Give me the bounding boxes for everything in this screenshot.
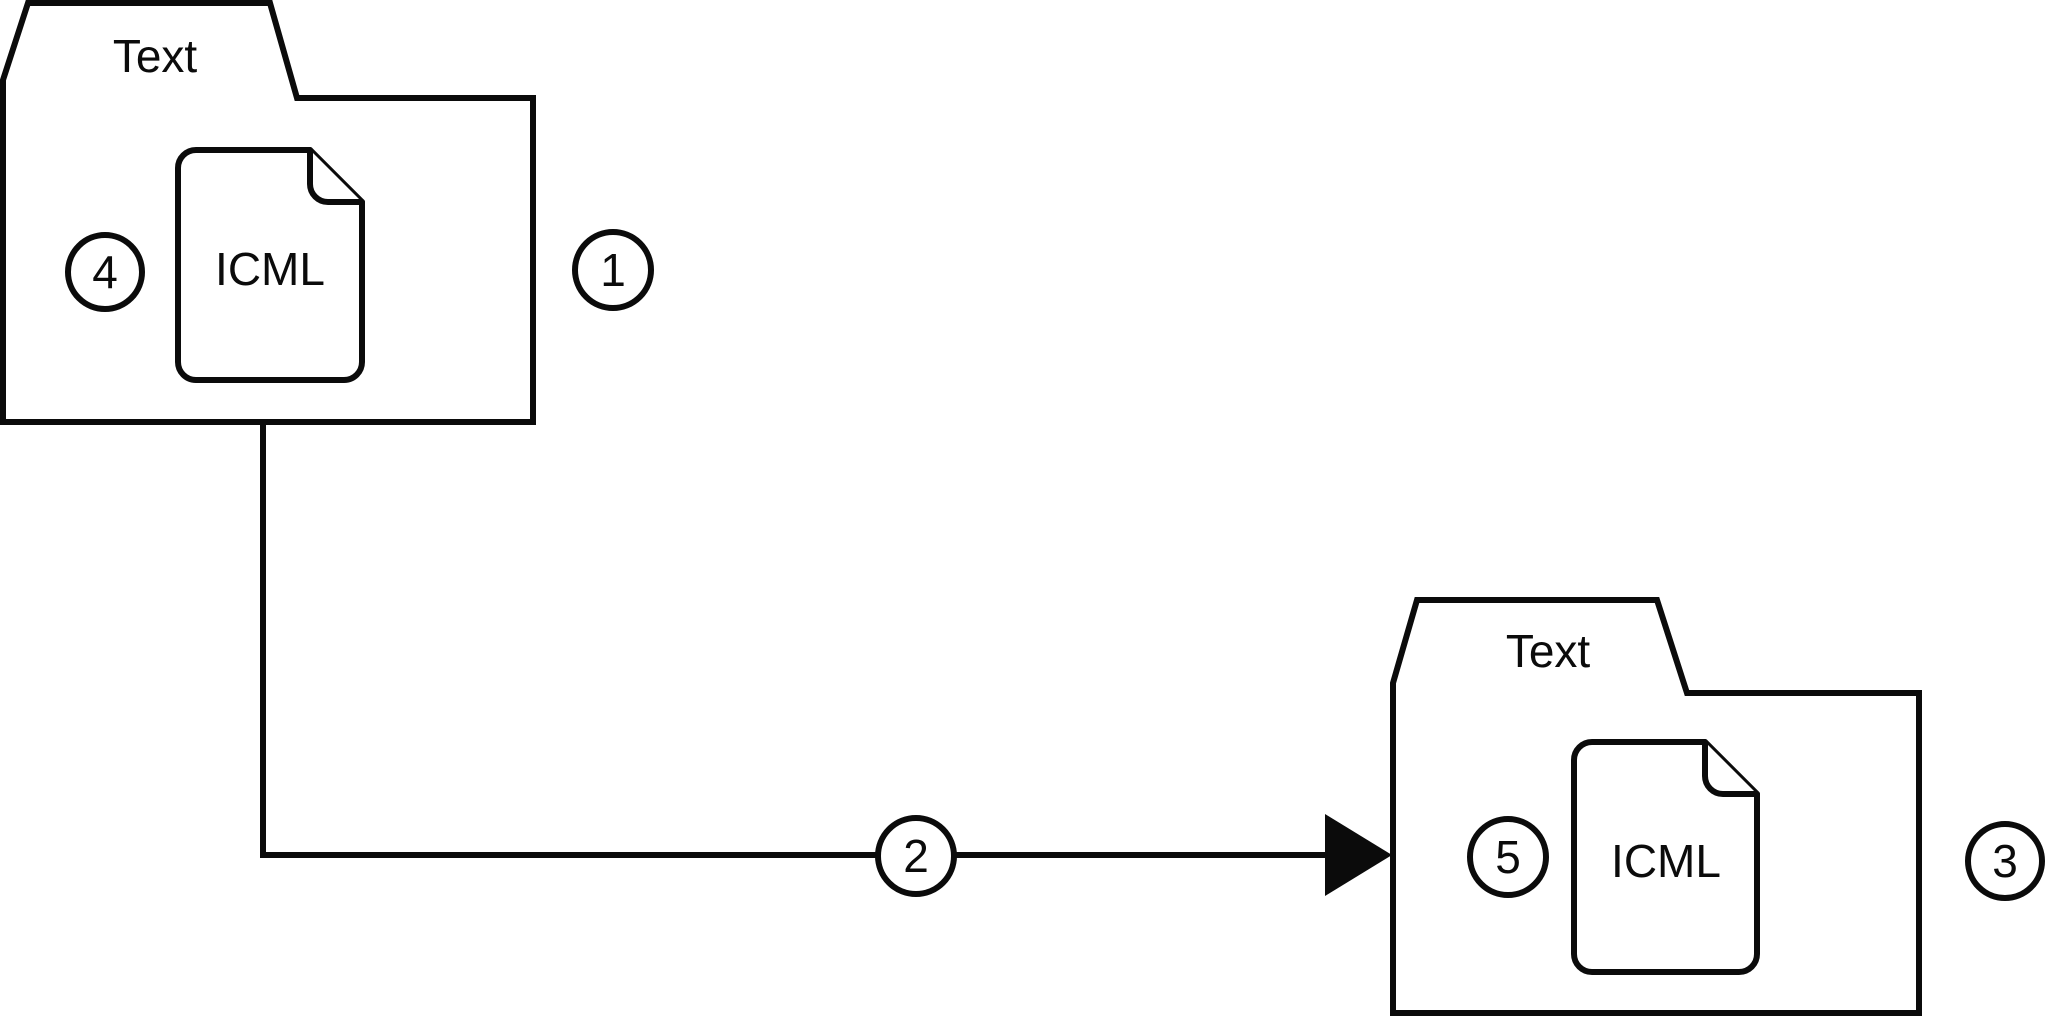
folder-node-source[interactable]: Text ICML 4: [0, 0, 536, 425]
marker-circle-shape: [572, 229, 654, 311]
document-body-shape: [1571, 739, 1760, 975]
marker-number-label: 1: [600, 244, 626, 296]
icml-document-icon[interactable]: ICML: [175, 147, 365, 383]
document-type-label: ICML: [215, 243, 325, 295]
marker-number-label: 2: [903, 830, 929, 882]
connector-path: [260, 422, 1325, 858]
folder-outline-icon: [1390, 597, 1922, 1016]
marker-circle-shape: [65, 232, 145, 312]
marker-badge-2[interactable]: 2: [875, 815, 957, 897]
folder-title-label: Text: [113, 30, 198, 82]
marker-number-label: 5: [1495, 831, 1521, 883]
document-body-shape: [175, 147, 365, 383]
folder-title-label: Text: [1506, 625, 1591, 677]
marker-number-label: 3: [1992, 835, 2018, 887]
marker-number-label: 4: [92, 246, 118, 298]
marker-badge-3[interactable]: 3: [1965, 821, 2045, 901]
marker-circle-shape: [1467, 816, 1549, 898]
marker-badge-1[interactable]: 1: [572, 229, 654, 311]
folder-outline-icon: [0, 0, 536, 425]
folder-node-target[interactable]: Text ICML 5: [1390, 597, 1922, 1016]
marker-circle-shape: [875, 815, 957, 897]
document-type-label: ICML: [1611, 835, 1721, 887]
document-fold-corner-icon: [1702, 739, 1760, 797]
connector-edge[interactable]: [260, 422, 1392, 896]
arrow-head-icon: [1325, 814, 1392, 896]
marker-circle-shape: [1965, 821, 2045, 901]
icml-document-icon[interactable]: ICML: [1571, 739, 1760, 975]
document-fold-corner-icon: [307, 147, 365, 205]
marker-badge-5[interactable]: 5: [1467, 816, 1549, 898]
marker-badge-4[interactable]: 4: [65, 232, 145, 312]
